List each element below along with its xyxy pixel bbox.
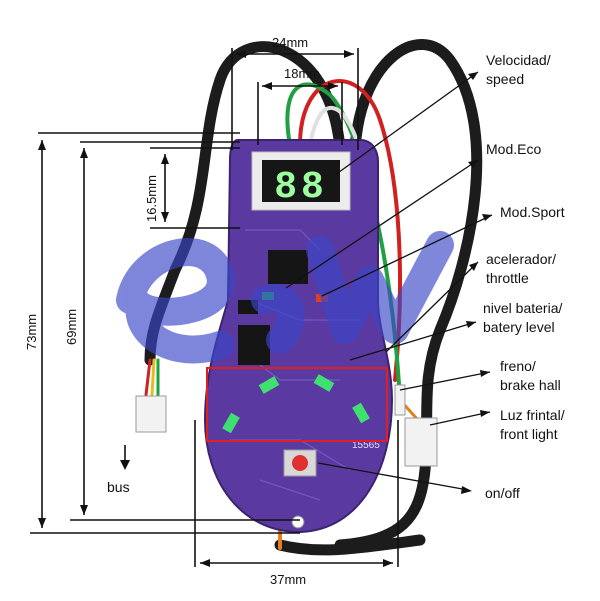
led-battery-1 [258,376,280,394]
black-cable-right [334,39,483,551]
callout-brake-line2: brake hall [500,377,561,393]
brake-connector [394,384,406,416]
dim-18mm-label: 18mm [284,66,321,81]
black-cable-bottom [274,534,426,556]
callout-battery-line2: batery level [483,319,555,335]
white-wire [308,106,362,152]
dim-37mm-label: 37mm [270,572,307,587]
display-digits: 88 [274,166,328,209]
callout-light-line1: Luz frintal/ [500,407,565,423]
dimension-lines [30,48,399,567]
power-button [292,455,308,471]
bus-wire-red [144,358,152,397]
callout-battery: nivel bateria/ batery level [483,299,562,337]
callout-throttle: acelerador/ throttle [486,250,556,288]
callout-speed-line1: Velocidad/ [486,52,551,68]
callout-battery-line1: nivel bateria/ [483,300,563,316]
callout-throttle-line1: acelerador/ [486,251,557,267]
led-battery-3 [222,412,240,434]
mount-hole [291,515,305,529]
callout-light: Luz frintal/ front light [500,406,565,444]
dim-24mm-label: 24mm [272,35,309,50]
display-window [262,160,340,202]
callout-speed-line2: speed [486,71,525,87]
callout-speed: Velocidad/ speed [486,51,551,89]
bus-wire-yellow [150,358,156,397]
callout-brake: freno/ brake hall [500,357,561,395]
driver-chip [238,325,270,365]
callout-arrowheads [461,72,492,494]
light-connector [404,417,438,467]
power-button-base [283,449,317,477]
dim-16-5mm-label: 16.5mm [144,175,159,222]
dimension-arrowheads [38,50,393,567]
callout-throttle-line2: throttle [486,270,529,286]
dim-73mm-label: 73mm [24,313,39,350]
highlight-box [206,367,388,442]
callout-onoff: on/off [485,485,520,501]
green-wire [285,82,402,402]
callout-brake-line1: freno/ [500,358,536,374]
watermark-logo [116,231,454,364]
mcu-chip [268,250,308,284]
led-battery-4 [352,402,370,424]
callout-sport: Mod.Sport [500,204,565,220]
led-battery-2 [313,374,335,392]
callout-lines [285,71,493,491]
bus-connector [135,395,167,433]
callout-bus: bus [107,479,130,495]
board-serial: 15565 [352,440,380,451]
callout-light-line2: front light [500,426,558,442]
callout-eco: Mod.Eco [486,141,542,157]
dim-69mm-label: 69mm [64,308,79,345]
